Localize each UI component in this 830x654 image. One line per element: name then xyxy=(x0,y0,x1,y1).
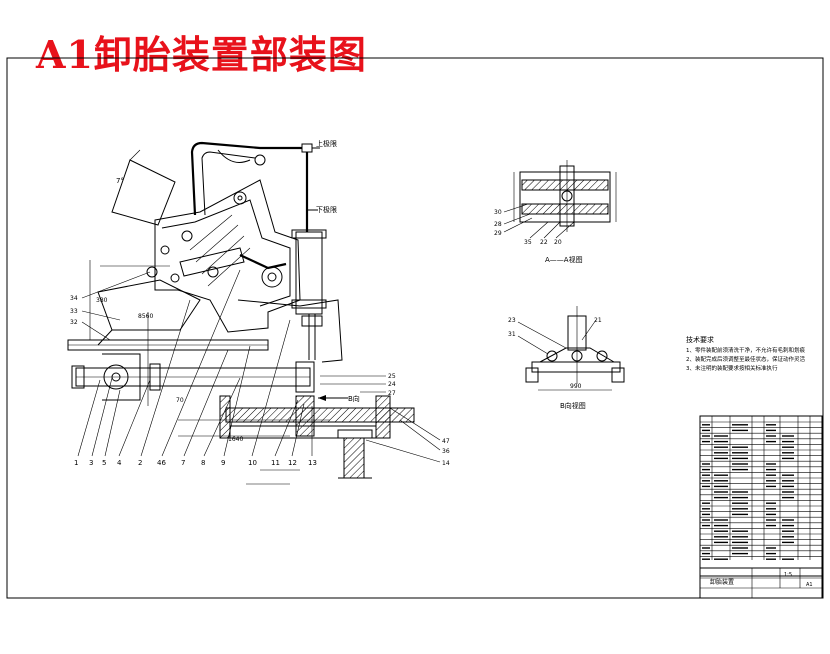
main-view: 7° xyxy=(67,139,450,485)
title-block: 卸胎装置 1:5 A1 xyxy=(699,567,823,599)
svg-text:70: 70 xyxy=(176,397,184,404)
callout-right: 47 xyxy=(442,438,450,445)
section-a-label: A——A视图 xyxy=(545,255,583,264)
callout-right: 25 xyxy=(388,373,396,380)
dim-b-label: 990 xyxy=(570,383,582,390)
callout-left: 33 xyxy=(70,308,78,315)
callout-bottom: 2 xyxy=(138,459,142,467)
note-3: 3、未注明的装配要求按相关标准执行 xyxy=(686,364,778,372)
callout-section: 29 xyxy=(494,230,502,237)
note-2: 2、装配完成后须调整至最佳状态，保证动作灵活 xyxy=(686,355,806,363)
callout-b: 23 xyxy=(508,317,516,324)
svg-text:380: 380 xyxy=(96,297,108,304)
callout-section: 22 xyxy=(540,239,548,246)
callout-right: 27 xyxy=(388,390,396,397)
note-1: 1、零件装配前须清洗干净，不允许有毛刺和划痕 xyxy=(686,346,806,354)
callout-left: 32 xyxy=(70,319,78,326)
dim-left-label: 8560 xyxy=(138,313,153,320)
callout-b: 31 xyxy=(508,331,516,338)
top-limit-label: 上极限 xyxy=(316,139,337,148)
callout-bottom: 46 xyxy=(157,459,166,467)
title-block-scale: 1:5 xyxy=(784,572,792,578)
callout-bottom: 12 xyxy=(288,459,297,467)
bottom-limit-label: 下极限 xyxy=(316,205,337,214)
section-a-view: 30 28 29 35 22 20 A——A视图 xyxy=(494,160,617,264)
title-block-name: 卸胎装置 xyxy=(710,578,734,586)
callout-bottom: 1 xyxy=(74,459,78,467)
callout-section: 20 xyxy=(554,239,562,246)
parts-list xyxy=(699,415,823,577)
callout-right: 36 xyxy=(442,448,450,455)
b-direction-label: B向 xyxy=(348,394,360,403)
notes-heading: 技术要求 xyxy=(686,335,714,344)
callout-bottom: 4 xyxy=(117,459,122,467)
callout-bottom: 5 xyxy=(102,459,106,467)
technical-notes: 技术要求 1、零件装配前须清洗干净，不允许有毛刺和划痕 2、装配完成后须调整至最… xyxy=(686,335,806,372)
callout-section: 28 xyxy=(494,221,502,228)
svg-text:7°: 7° xyxy=(116,177,124,185)
callout-bottom: 11 xyxy=(271,459,280,467)
dim-mid-label: 1640 xyxy=(228,436,243,443)
callout-right: 24 xyxy=(388,381,396,388)
callout-section: 35 xyxy=(524,239,532,246)
callout-bottom: 7 xyxy=(181,459,185,467)
callout-bottom: 8 xyxy=(201,459,205,467)
callout-bottom: 13 xyxy=(308,459,317,467)
callout-bottom: 10 xyxy=(248,459,257,467)
callout-b: 21 xyxy=(594,317,602,324)
drawing-frame xyxy=(6,57,824,599)
callout-left: 34 xyxy=(70,295,78,302)
callout-bottom: 3 xyxy=(89,459,93,467)
drawing-title: A1卸胎装置部装图 xyxy=(36,32,367,77)
view-b: 990 23 31 21 B向视图 xyxy=(508,306,625,410)
callout-section: 30 xyxy=(494,209,502,216)
view-b-label: B向视图 xyxy=(560,401,586,410)
callout-right: 14 xyxy=(442,460,450,467)
callout-bottom: 9 xyxy=(221,459,225,467)
title-block-sheet: A1 xyxy=(806,582,813,588)
